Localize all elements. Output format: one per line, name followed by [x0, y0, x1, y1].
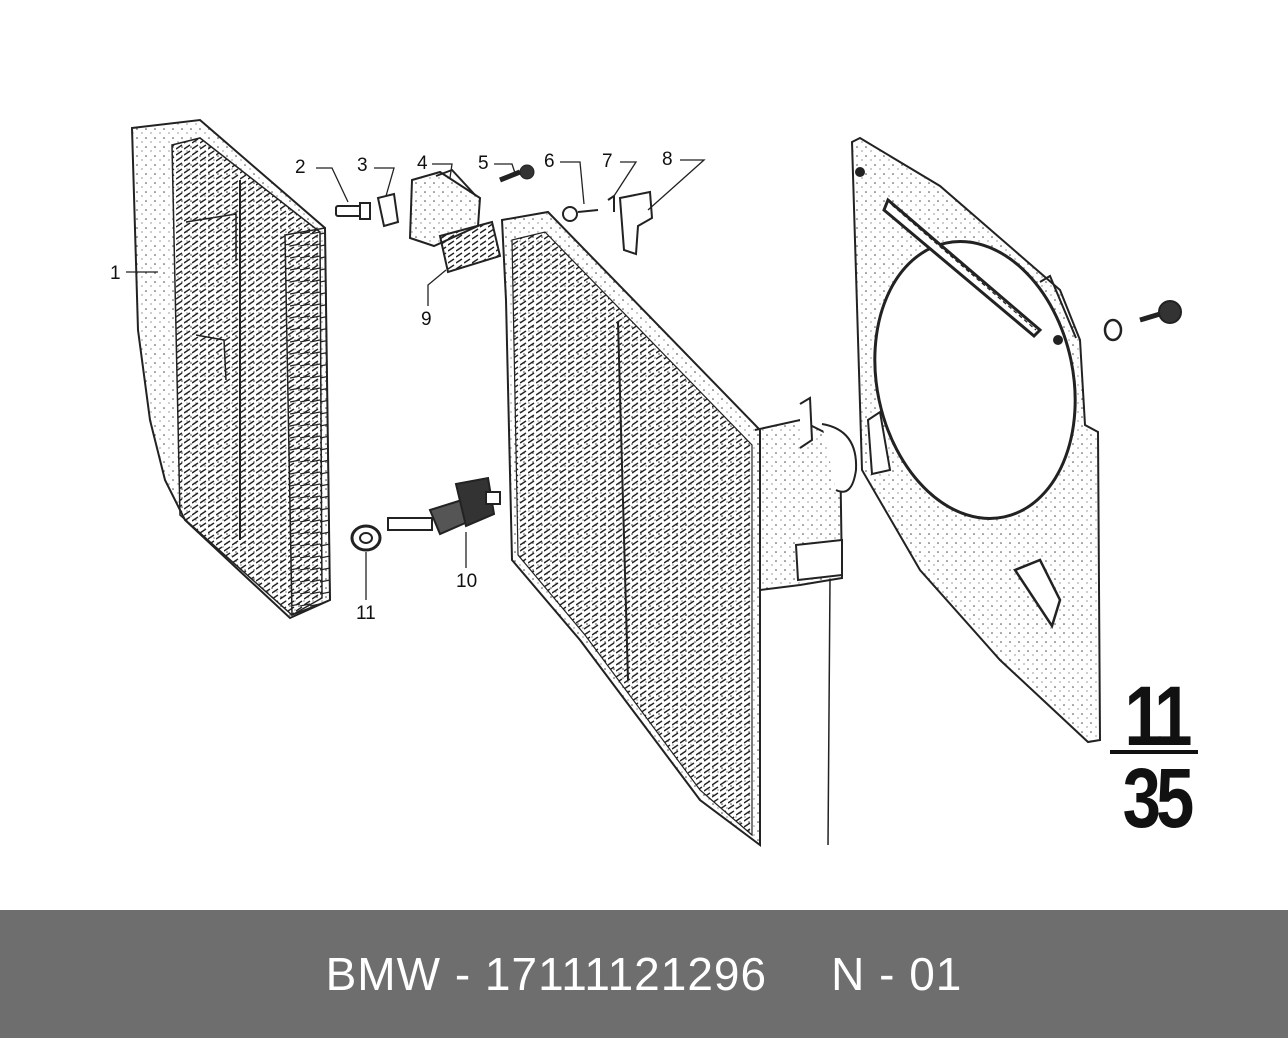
front-grille-part [130, 118, 332, 620]
callout-9: 9 [421, 309, 432, 330]
group-code-divider [1110, 750, 1198, 754]
callout-5: 5 [478, 153, 489, 174]
callout-6: 6 [544, 151, 555, 172]
callout-leader-lines [126, 159, 706, 600]
fan-shroud-part [850, 136, 1102, 744]
temperature-switch-part [387, 476, 501, 536]
callout-4: 4 [417, 153, 428, 174]
group-code-top: 11 [1124, 669, 1193, 763]
part-number: BMW - 17111121296 [325, 948, 768, 1000]
sealing-washer-part [350, 524, 382, 552]
variant-code: N - 01 [831, 948, 963, 1000]
callout-10: 10 [456, 571, 478, 592]
callout-1: 1 [110, 263, 121, 284]
group-code-bottom: 35 [1122, 751, 1195, 845]
shroud-fastener-parts [1103, 300, 1182, 342]
callout-8: 8 [662, 149, 673, 170]
callout-2: 2 [295, 157, 306, 178]
parts-diagram [126, 118, 1182, 847]
callout-11: 11 [356, 603, 376, 624]
radiator-part [500, 210, 858, 847]
callout-7: 7 [602, 151, 613, 172]
part-number-banner: BMW - 17111121296 N - 01 [0, 910, 1288, 1038]
small-hardware-parts [335, 164, 654, 274]
callout-3: 3 [357, 155, 368, 176]
part-number-text: BMW - 17111121296 N - 01 [326, 947, 963, 1001]
